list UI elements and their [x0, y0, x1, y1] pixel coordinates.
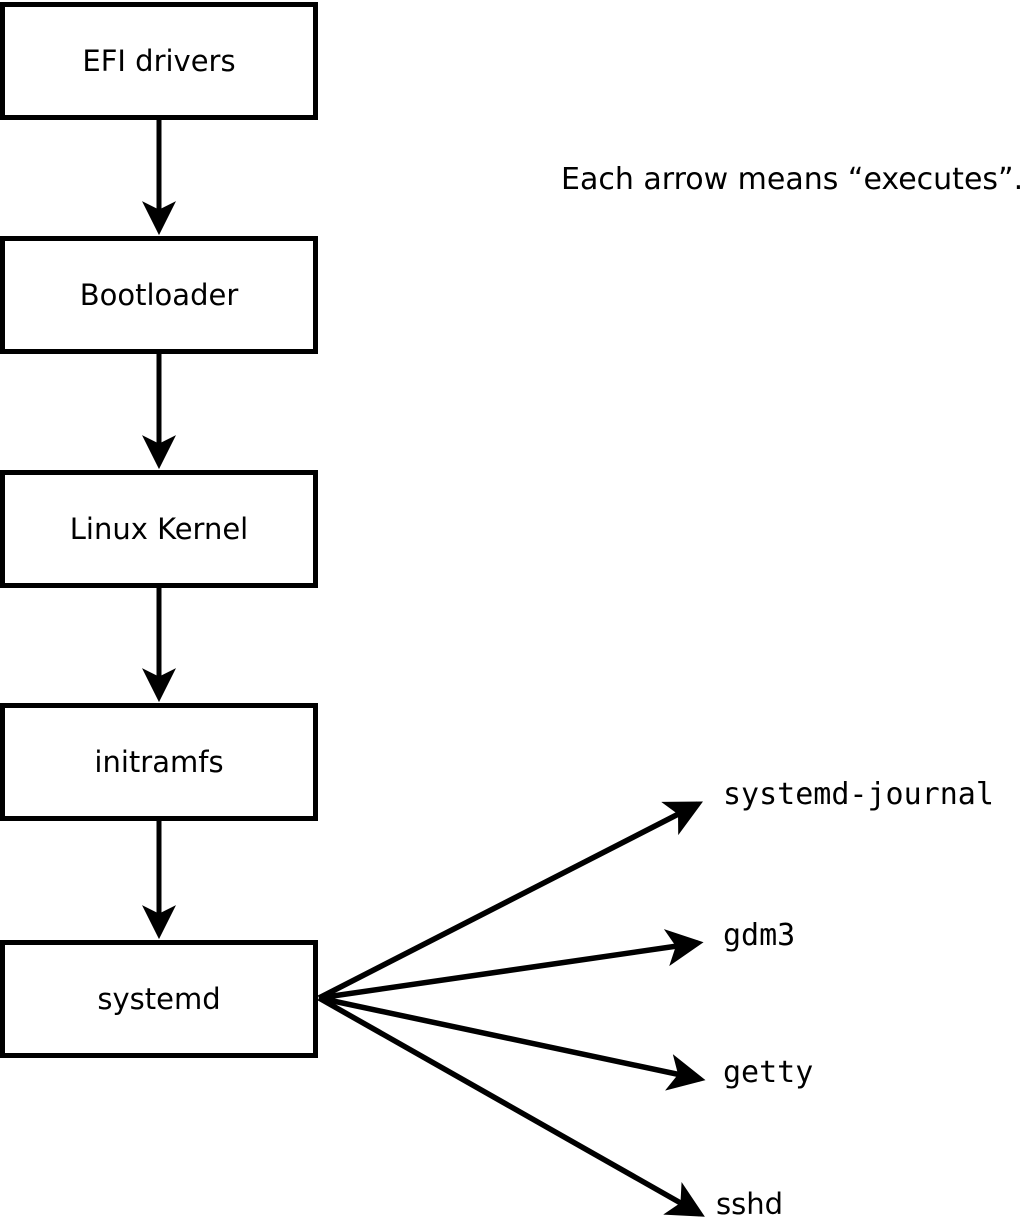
arrow-systemd-to-gdm3 — [318, 929, 704, 1001]
box-linux-kernel-label: Linux Kernel — [69, 512, 249, 546]
box-bootloader-label: Bootloader — [79, 278, 239, 312]
box-efi-drivers: EFI drivers — [0, 2, 318, 120]
process-label-systemd-journal: systemd-journal — [723, 777, 994, 812]
process-label-sshd: sshd — [716, 1187, 784, 1221]
arrow-systemd-to-getty — [318, 995, 706, 1091]
box-initramfs: initramfs — [0, 703, 318, 821]
arrow-systemd-to-journal — [317, 801, 703, 1001]
box-systemd: systemd — [0, 940, 318, 1058]
box-initramfs-label: initramfs — [94, 745, 224, 779]
process-label-getty: getty — [723, 1055, 814, 1090]
arrow-systemd-to-sshd — [317, 995, 705, 1217]
box-systemd-label: systemd — [97, 982, 221, 1016]
box-linux-kernel: Linux Kernel — [0, 470, 318, 588]
arrow-meaning-note: Each arrow means “executes”. — [561, 162, 1023, 197]
box-efi-drivers-label: EFI drivers — [82, 44, 236, 78]
process-label-gdm3: gdm3 — [723, 918, 796, 953]
box-bootloader: Bootloader — [0, 236, 318, 354]
